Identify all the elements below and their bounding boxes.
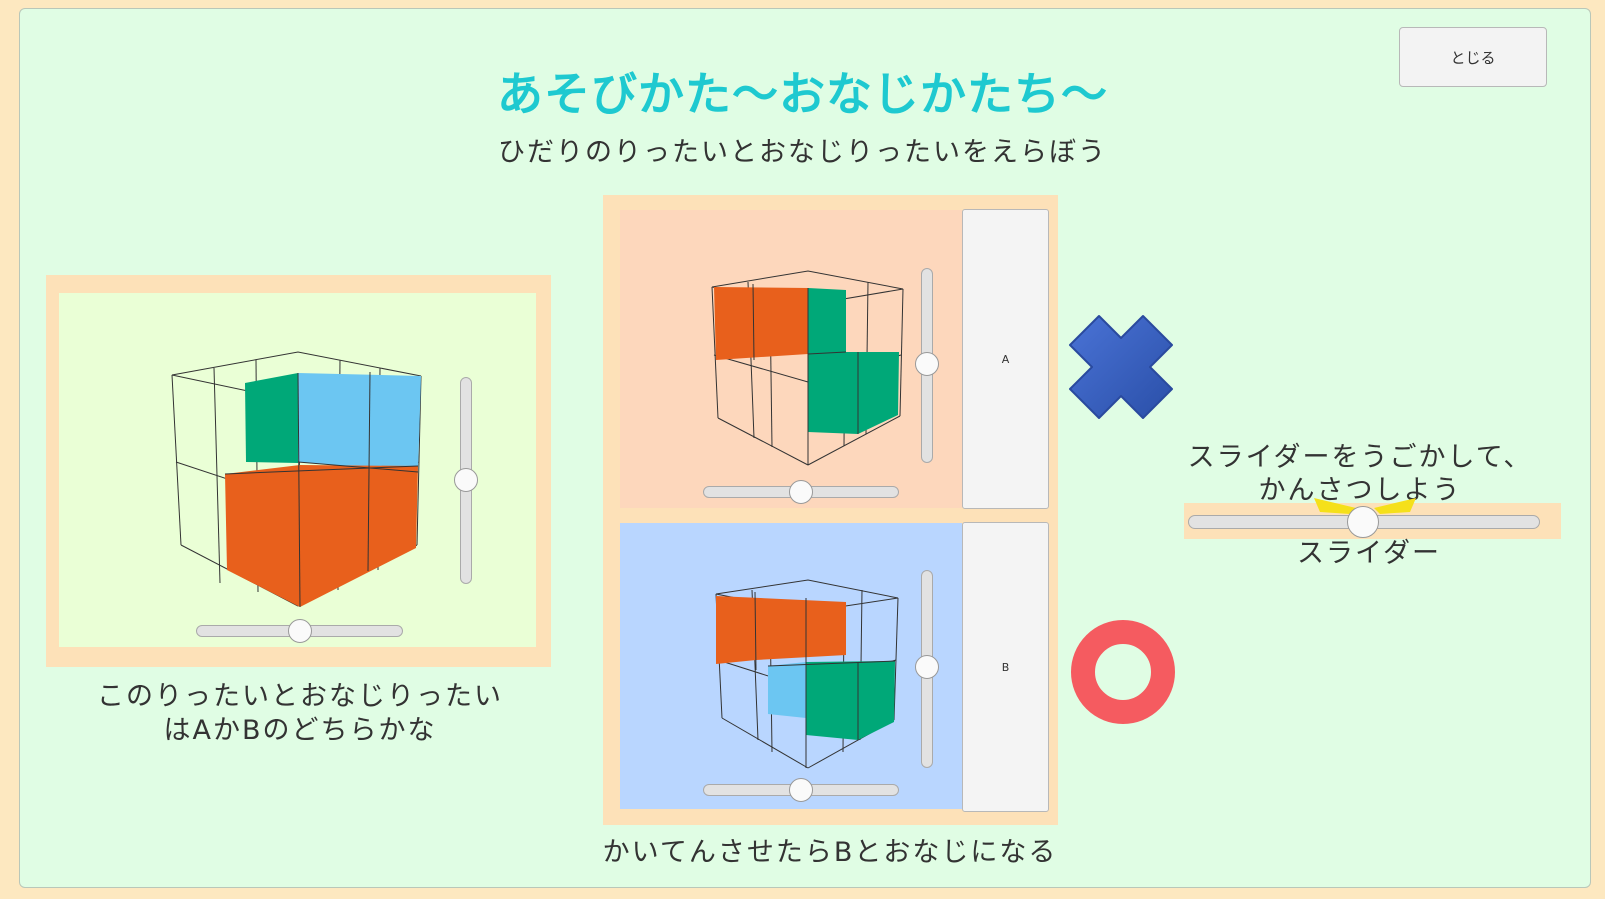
option-b-horizontal-slider-knob[interactable] <box>789 778 813 802</box>
target-caption: このりったいとおなじりったい はAかBのどちらかな <box>60 680 540 748</box>
option-a-view <box>620 210 962 508</box>
target-vertical-slider-knob[interactable] <box>454 468 478 492</box>
option-a-horizontal-slider-knob[interactable] <box>789 480 813 504</box>
help-text: スライダーをうごかして、 かんさつしよう <box>1170 441 1550 507</box>
options-caption: かいてんさせたらBとおなじになる <box>602 837 1058 868</box>
help-text-line2: かんさつしよう <box>1258 475 1462 506</box>
help-slider-label: スライダー <box>1297 538 1441 569</box>
help-text-line1: スライダーをうごかして、 <box>1187 442 1533 473</box>
close-button[interactable]: とじる <box>1399 27 1547 87</box>
option-a-button[interactable]: A <box>962 209 1049 509</box>
option-b-button[interactable]: B <box>962 522 1049 812</box>
blue-x-icon <box>1069 315 1173 419</box>
page-subtitle: ひだりのりったいとおなじりったいをえらぼう <box>498 137 1107 168</box>
help-demo-slider-knob[interactable] <box>1347 506 1379 538</box>
target-caption-line1: このりったいとおなじりったい <box>97 681 503 712</box>
option-b-vertical-slider-knob[interactable] <box>915 655 939 679</box>
page-title: あそびかた～おなじかたち～ <box>497 67 1108 121</box>
target-horizontal-slider-knob[interactable] <box>288 619 312 643</box>
option-a-vertical-slider-knob[interactable] <box>915 352 939 376</box>
target-caption-line2: はAかBのどちらかな <box>163 715 437 746</box>
slider-pointer-icon <box>1314 498 1416 514</box>
red-circle-icon <box>1071 620 1175 724</box>
